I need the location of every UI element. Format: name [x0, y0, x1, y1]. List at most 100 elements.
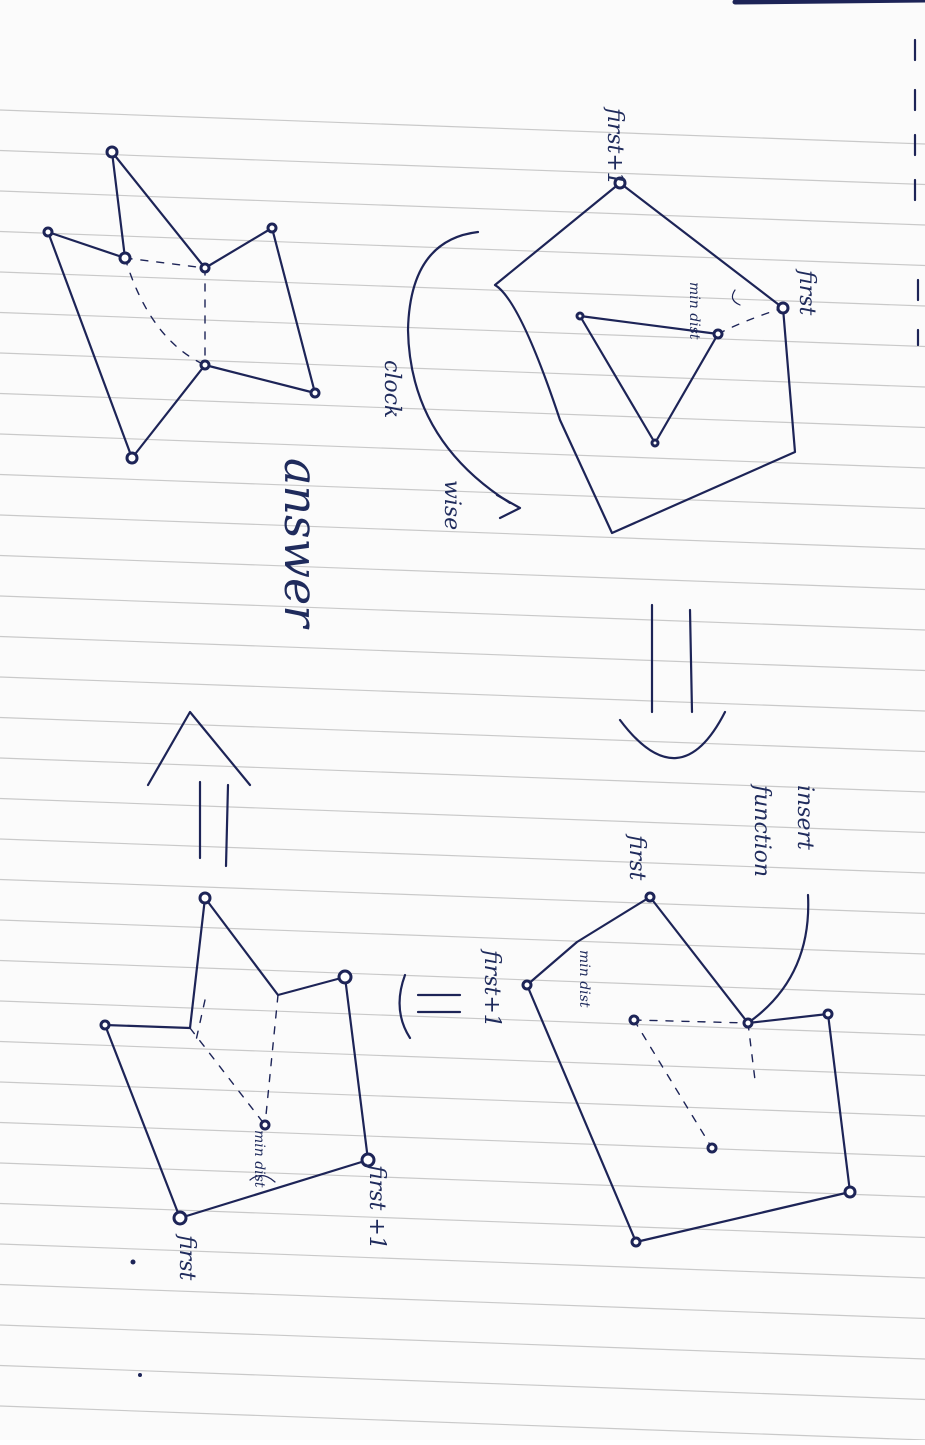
rule-line — [0, 1040, 925, 1077]
label-insert-function: function — [749, 783, 774, 877]
min-dist-brace — [731, 289, 741, 306]
rule-line — [0, 1324, 925, 1360]
vertex — [630, 1236, 642, 1248]
rule-line — [0, 878, 925, 915]
rule-line — [0, 595, 925, 631]
rule-line — [0, 109, 925, 145]
rule-line — [0, 311, 925, 348]
rule-line — [0, 757, 925, 793]
vertex-inner — [650, 438, 660, 448]
vertex-first — [776, 301, 790, 315]
vertex — [42, 226, 54, 238]
label-first-plus-one: first+1 — [479, 948, 504, 1028]
implies-arrow-2 — [398, 973, 462, 1040]
vertex — [99, 1019, 111, 1031]
arrow-shaft — [224, 783, 230, 868]
rule-line — [0, 1081, 925, 1117]
implies-arrow-3 — [146, 710, 252, 868]
diagram-1-outer-polygon-with-inner-triangle: first+1 first min dist clock wise — [379, 106, 819, 535]
arrow-head — [146, 710, 252, 787]
label-first-plus-one: first+1 — [602, 106, 627, 186]
rule-line — [0, 352, 925, 388]
vertex-first — [644, 891, 656, 903]
rule-line — [0, 1202, 925, 1239]
inner-connector — [194, 999, 206, 1046]
rule-line — [0, 959, 925, 996]
outer-polygon — [525, 895, 852, 1244]
vertex — [199, 359, 211, 371]
rule-line — [0, 716, 925, 753]
rule-line — [0, 473, 925, 510]
arrow-head — [398, 973, 412, 1040]
rule-line — [0, 230, 925, 267]
inner-connector — [633, 1019, 713, 1149]
label-insert: insert — [792, 785, 817, 850]
label-answer: answer — [274, 458, 328, 630]
vertex-inner — [628, 1014, 640, 1026]
inner-connector — [124, 257, 206, 269]
inner-triangle — [578, 314, 720, 445]
vertex-first-plus-one — [360, 1152, 376, 1168]
rule-line — [0, 190, 925, 226]
rule-line — [0, 1162, 925, 1198]
rule-line — [0, 1243, 925, 1279]
vertex-inner — [575, 311, 585, 321]
diagram-4-answer-polygon: answer — [42, 145, 328, 630]
binding-marks — [732, 0, 925, 347]
vertex — [125, 451, 139, 465]
min-dist-brace — [249, 1174, 276, 1183]
pen-dot — [138, 1373, 142, 1377]
label-min-dist: min dist — [686, 282, 702, 340]
vertex-first-plus-one — [613, 176, 627, 190]
rule-line — [0, 1364, 925, 1401]
vertex-inner — [259, 1119, 271, 1131]
vertex — [199, 262, 211, 274]
diagram-3-result-polygon: first first +1 min dist — [99, 891, 389, 1280]
vertex-first-plus-one — [521, 979, 533, 991]
inner-connector — [124, 257, 206, 366]
rule-line — [0, 271, 925, 307]
vertex-inserted — [742, 1017, 754, 1029]
rule-line — [0, 676, 925, 712]
top-edge-mark — [732, 0, 925, 5]
label-first-plus-one: first +1 — [364, 1163, 389, 1250]
outer-polygon — [493, 181, 797, 535]
rule-line — [0, 1000, 925, 1036]
rule-line — [0, 919, 925, 955]
vertex — [198, 891, 212, 905]
rule-line — [0, 1283, 925, 1320]
rule-line — [0, 149, 925, 186]
vertex-inner — [712, 328, 724, 340]
rule-line — [0, 514, 925, 550]
rule-line — [0, 1405, 925, 1441]
label-clockwise-part2: wise — [439, 480, 464, 530]
polygon — [103, 896, 370, 1220]
min-dist-connector — [633, 1019, 749, 1024]
label-clockwise-part1: clock — [379, 360, 404, 418]
inner-connector — [747, 1022, 756, 1081]
min-dist-connector — [717, 307, 784, 335]
arrow-head — [618, 710, 727, 760]
label-min-dist: min dist — [576, 950, 592, 1008]
ruled-lines — [0, 109, 925, 1441]
implies-arrow-1 — [618, 603, 727, 760]
label-min-dist: min dist — [251, 1130, 267, 1188]
rule-line — [0, 1121, 925, 1158]
pen-dot — [130, 1259, 136, 1265]
label-first: first — [794, 268, 819, 315]
arrow-shaft — [688, 608, 694, 714]
insert-pointer-arrow — [750, 893, 810, 1022]
vertex-first — [172, 1210, 188, 1226]
label-first: first — [624, 833, 649, 880]
rule-line — [0, 392, 925, 429]
rule-line — [0, 838, 925, 874]
rule-line — [0, 635, 925, 672]
label-first: first — [174, 1233, 199, 1280]
inner-connector — [189, 1027, 266, 1126]
rule-line — [0, 554, 925, 591]
vertex — [266, 222, 278, 234]
clockwise-arrow — [406, 230, 512, 505]
rule-line — [0, 797, 925, 834]
